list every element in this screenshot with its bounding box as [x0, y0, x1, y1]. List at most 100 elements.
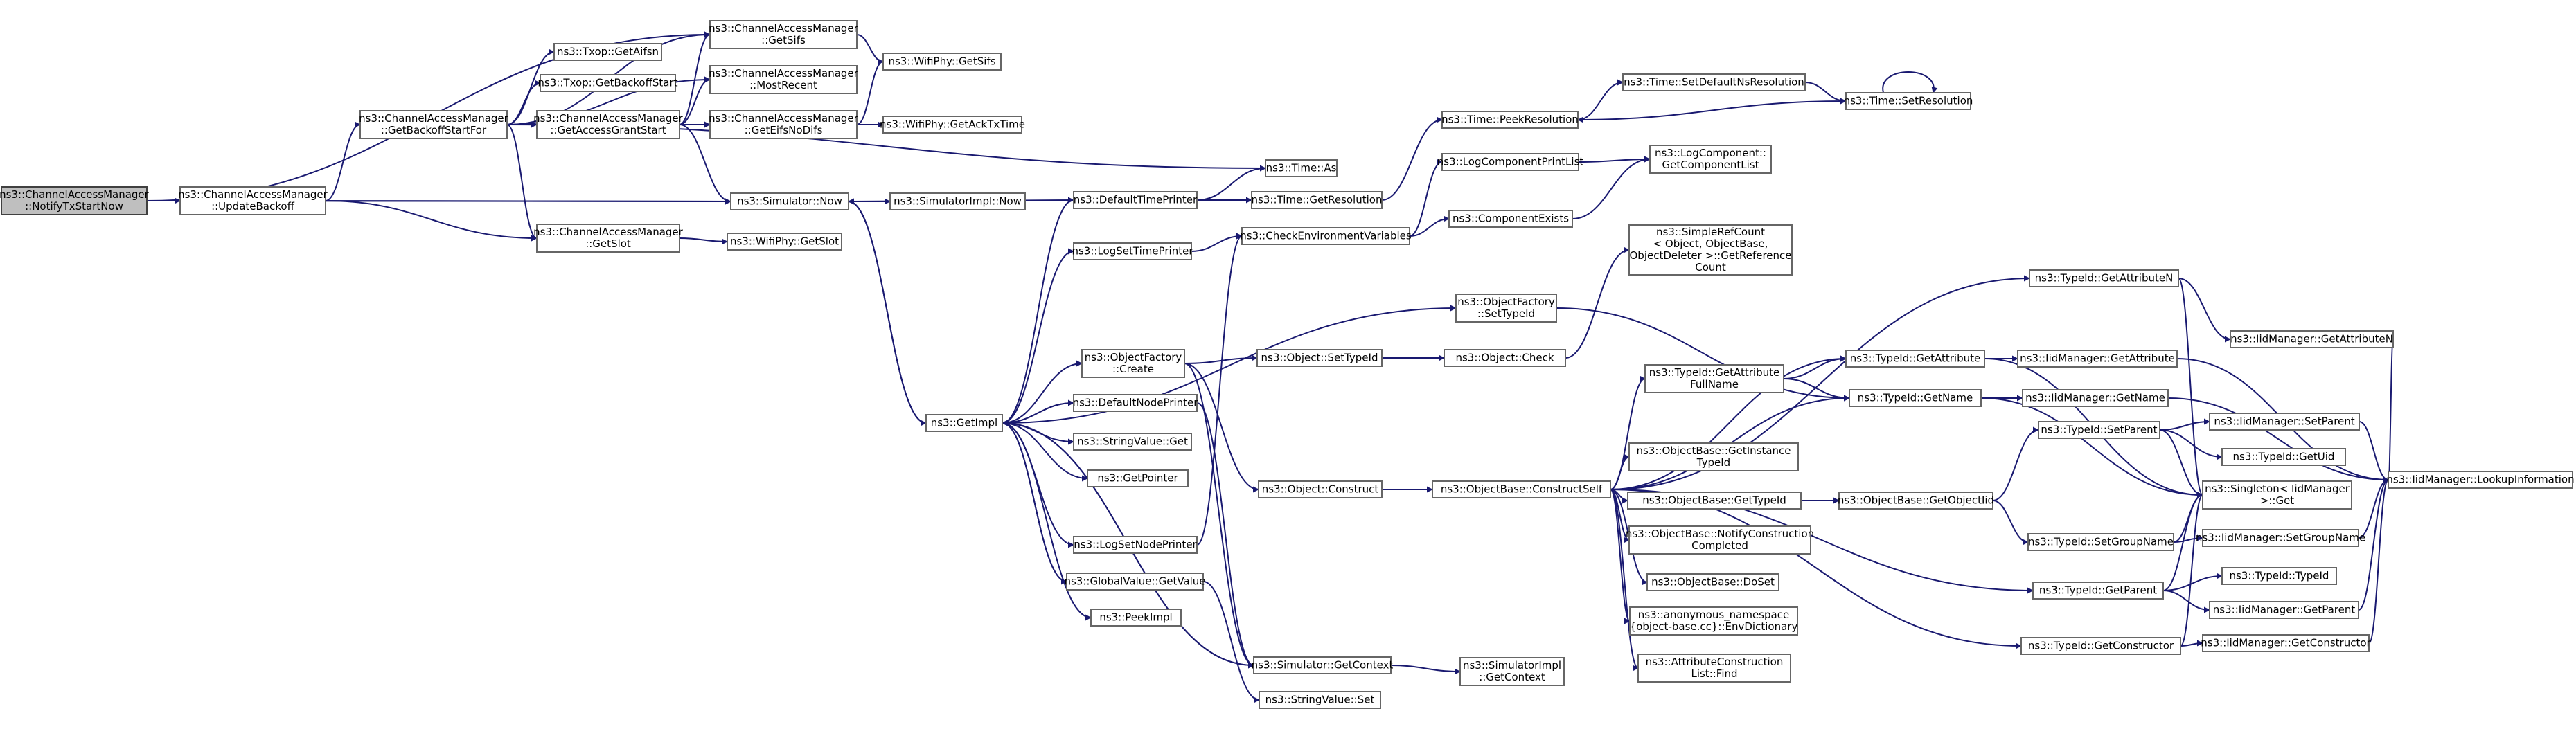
node-box [1, 186, 148, 215]
node-anonymous-envdictionary[interactable]: ns3::anonymous_namespace{object-base.cc}… [1629, 606, 1798, 636]
node-simplerefcount[interactable]: ns3::SimpleRefCount< Object, ObjectBase,… [1628, 224, 1793, 276]
node-box [1087, 469, 1189, 487]
node-iidmanager-setparent[interactable]: ns3::IidManager::SetParent [2209, 413, 2360, 431]
node-objectfactory-create[interactable]: ns3::ObjectFactory::Create [1081, 349, 1185, 378]
node-typeid-setgroupname[interactable]: ns3::TypeId::SetGroupName [2027, 533, 2174, 551]
node-wifiphy-getsifs[interactable]: ns3::WifiPhy::GetSifs [882, 53, 1002, 71]
node-iidmanager-lookupinformation[interactable]: ns3::IidManager::LookupInformation [2386, 471, 2575, 489]
node-label: Completed [1691, 539, 1748, 552]
edge-iidmanager-setparent-to-iidmanager-lookupinformation [2359, 421, 2389, 483]
node-getslot-cam[interactable]: ns3::ChannelAccessManager::GetSlot [533, 224, 684, 253]
node-label: ns3::IidManager::GetParent [2213, 604, 2356, 616]
node-typeid-getname[interactable]: ns3::TypeId::GetName [1849, 389, 1982, 407]
edge-objectbase-constructself-to-objectbase-getinstancetypeid [1610, 453, 1630, 490]
node-label: ns3::TypeId::SetParent [2041, 424, 2157, 436]
node-typeid-getattribute[interactable]: ns3::TypeId::GetAttribute [1845, 350, 1985, 368]
node-box [536, 224, 680, 253]
node-simulatorimpl-getcontext[interactable]: ns3::SimulatorImpl::GetContext [1459, 657, 1565, 686]
node-time-setresolution[interactable]: ns3::Time::SetResolution [1844, 92, 1973, 110]
node-stringvalue-get[interactable]: ns3::StringValue::Get [1073, 433, 1192, 451]
node-objectfactory-settypeid[interactable]: ns3::ObjectFactory::SetTypeId [1455, 294, 1557, 323]
node-box [882, 116, 1022, 134]
node-box [1628, 224, 1793, 276]
node-updatebackoff[interactable]: ns3::ChannelAccessManager::UpdateBackoff [178, 186, 328, 215]
node-box [730, 192, 849, 210]
node-txop-getbackoffstart[interactable]: ns3::Txop::GetBackoffStart [538, 74, 678, 92]
node-getaccessgrantstart[interactable]: ns3::ChannelAccessManager::GetAccessGran… [533, 110, 684, 139]
node-label: ns3::WifiPhy::GetAckTxTime [880, 118, 1025, 131]
node-iidmanager-getattribute[interactable]: ns3::IidManager::GetAttribute [2017, 350, 2178, 368]
node-label: ns3::StringValue::Get [1077, 435, 1188, 448]
edge-objectbase-constructself-to-typeid-getattributen [1610, 275, 2030, 490]
node-label: ns3::IidManager::LookupInformation [2386, 474, 2574, 486]
node-logsettimeprinter[interactable]: ns3::LogSetTimePrinter [1072, 242, 1193, 260]
node-time-peekresolution[interactable]: ns3::Time::PeekResolution [1441, 111, 1579, 129]
node-objectbase-doset[interactable]: ns3::ObjectBase::DoSet [1646, 573, 1779, 591]
node-box [2221, 448, 2346, 466]
node-getsifs-cam[interactable]: ns3::ChannelAccessManager::GetSifs [709, 20, 859, 49]
node-label: ns3::TypeId::GetUid [2233, 451, 2335, 463]
node-objectbase-notifyconstructioncompleted[interactable]: ns3::ObjectBase::NotifyConstructionCompl… [1626, 525, 1814, 555]
node-iidmanager-getparent[interactable]: ns3::IidManager::GetParent [2209, 601, 2359, 619]
node-mostrecent[interactable]: ns3::ChannelAccessManager::MostRecent [709, 65, 859, 94]
node-label: Count [1695, 261, 1726, 273]
node-objectbase-constructself[interactable]: ns3::ObjectBase::ConstructSelf [1432, 480, 1611, 498]
node-objectbase-getobjectiid[interactable]: ns3::ObjectBase::GetObjectIid [1838, 492, 1994, 510]
node-box [1644, 364, 1784, 393]
node-object-settypeid[interactable]: ns3::Object::SetTypeId [1256, 349, 1383, 367]
node-label: ns3::DefaultNodePrinter [1073, 397, 1199, 409]
node-iidmanager-getattributen[interactable]: ns3::IidManager::GetAttributeN [2230, 330, 2394, 348]
node-time-getresolution[interactable]: ns3::Time::GetResolution [1251, 191, 1383, 209]
node-txop-getaifsn[interactable]: ns3::Txop::GetAifsn [553, 43, 662, 61]
node-simulatorimpl-now[interactable]: ns3::SimulatorImpl::Now [889, 192, 1026, 210]
node-iidmanager-getname[interactable]: ns3::IidManager::GetName [2022, 389, 2169, 407]
node-singleton-get[interactable]: ns3::Singleton< IidManager>::Get [2202, 480, 2352, 510]
node-time-as[interactable]: ns3::Time::As [1265, 159, 1338, 177]
edge-objectbase-constructself-to-typeid-getattribute [1610, 355, 1847, 490]
node-stringvalue-set[interactable]: ns3::StringValue::Set [1259, 691, 1381, 709]
node-iidmanager-setgroupname[interactable]: ns3::IidManager::SetGroupName [2196, 529, 2365, 547]
node-simulator-getcontext[interactable]: ns3::Simulator::GetContext [1252, 656, 1394, 674]
edge-iidmanager-getconstructor-to-iidmanager-lookupinformation [2368, 476, 2389, 644]
node-typeid-getattributen[interactable]: ns3::TypeId::GetAttributeN [2029, 269, 2179, 287]
node-box [2038, 421, 2160, 439]
node-box [1432, 480, 1611, 498]
node-logcomponentprintlist[interactable]: ns3::LogComponentPrintList [1437, 153, 1584, 171]
node-logsetnodeprinter[interactable]: ns3::LogSetNodePrinter [1073, 536, 1198, 554]
node-getpointer[interactable]: ns3::GetPointer [1087, 469, 1189, 487]
node-defaultnodeprinter[interactable]: ns3::DefaultNodePrinter [1073, 394, 1199, 412]
edge-getsifs-cam-to-wifiphy-getsifs [856, 34, 884, 65]
node-typeid-getconstructor[interactable]: ns3::TypeId::GetConstructor [2020, 637, 2181, 655]
node-object-construct[interactable]: ns3::Object::Construct [1258, 480, 1383, 498]
node-componentexists[interactable]: ns3::ComponentExists [1448, 210, 1573, 228]
node-getimpl[interactable]: ns3::GetImpl [925, 414, 1003, 432]
node-typeid-getparent[interactable]: ns3::TypeId::GetParent [2032, 582, 2164, 600]
node-box [1637, 654, 1791, 683]
edge-objectbase-constructself-to-typeid-getattributefullname [1610, 375, 1646, 490]
edge-objectfactory-settypeid-to-typeid-getname [1556, 307, 1850, 402]
node-wifiphy-getslot[interactable]: ns3::WifiPhy::GetSlot [727, 233, 842, 251]
node-globalvalue-getvalue[interactable]: ns3::GlobalValue::GetValue [1064, 573, 1206, 591]
node-logcomponent-getcomponentlist[interactable]: ns3::LogComponent::GetComponentList [1649, 145, 1772, 174]
node-object-check[interactable]: ns3::Object::Check [1444, 349, 1566, 367]
node-simulator-now[interactable]: ns3::Simulator::Now [730, 192, 849, 210]
node-time-setdefaultnsresolution[interactable]: ns3::Time::SetDefaultNsResolution [1622, 73, 1806, 91]
node-typeid-getuid[interactable]: ns3::TypeId::GetUid [2221, 448, 2346, 466]
node-defaulttimeprinter[interactable]: ns3::DefaultTimePrinter [1073, 191, 1198, 209]
node-peekimpl[interactable]: ns3::PeekImpl [1090, 609, 1182, 627]
node-geteifsnodifs[interactable]: ns3::ChannelAccessManager::GetEifsNoDifs [709, 110, 859, 139]
node-wifiphy-getacktxtime[interactable]: ns3::WifiPhy::GetAckTxTime [880, 116, 1025, 134]
node-typeid-typeid[interactable]: ns3::TypeId::TypeId [2221, 567, 2337, 585]
node-getbackoffstartfor[interactable]: ns3::ChannelAccessManager::GetBackoffSta… [359, 110, 509, 139]
node-box [1459, 657, 1565, 686]
node-typeid-setparent[interactable]: ns3::TypeId::SetParent [2038, 421, 2160, 439]
node-objectbase-gettypeid[interactable]: ns3::ObjectBase::GetTypeId [1627, 492, 1802, 510]
node-iidmanager-getconstructor[interactable]: ns3::IidManager::GetConstructor [2201, 634, 2372, 652]
node-checkenvironmentvariables[interactable]: ns3::CheckEnvironmentVariables [1240, 227, 1412, 245]
edge-iidmanager-setgroupname-to-iidmanager-lookupinformation [2358, 476, 2389, 539]
node-notifytx[interactable]: ns3::ChannelAccessManager::NotifyTxStart… [0, 186, 150, 215]
node-box [1628, 525, 1811, 555]
